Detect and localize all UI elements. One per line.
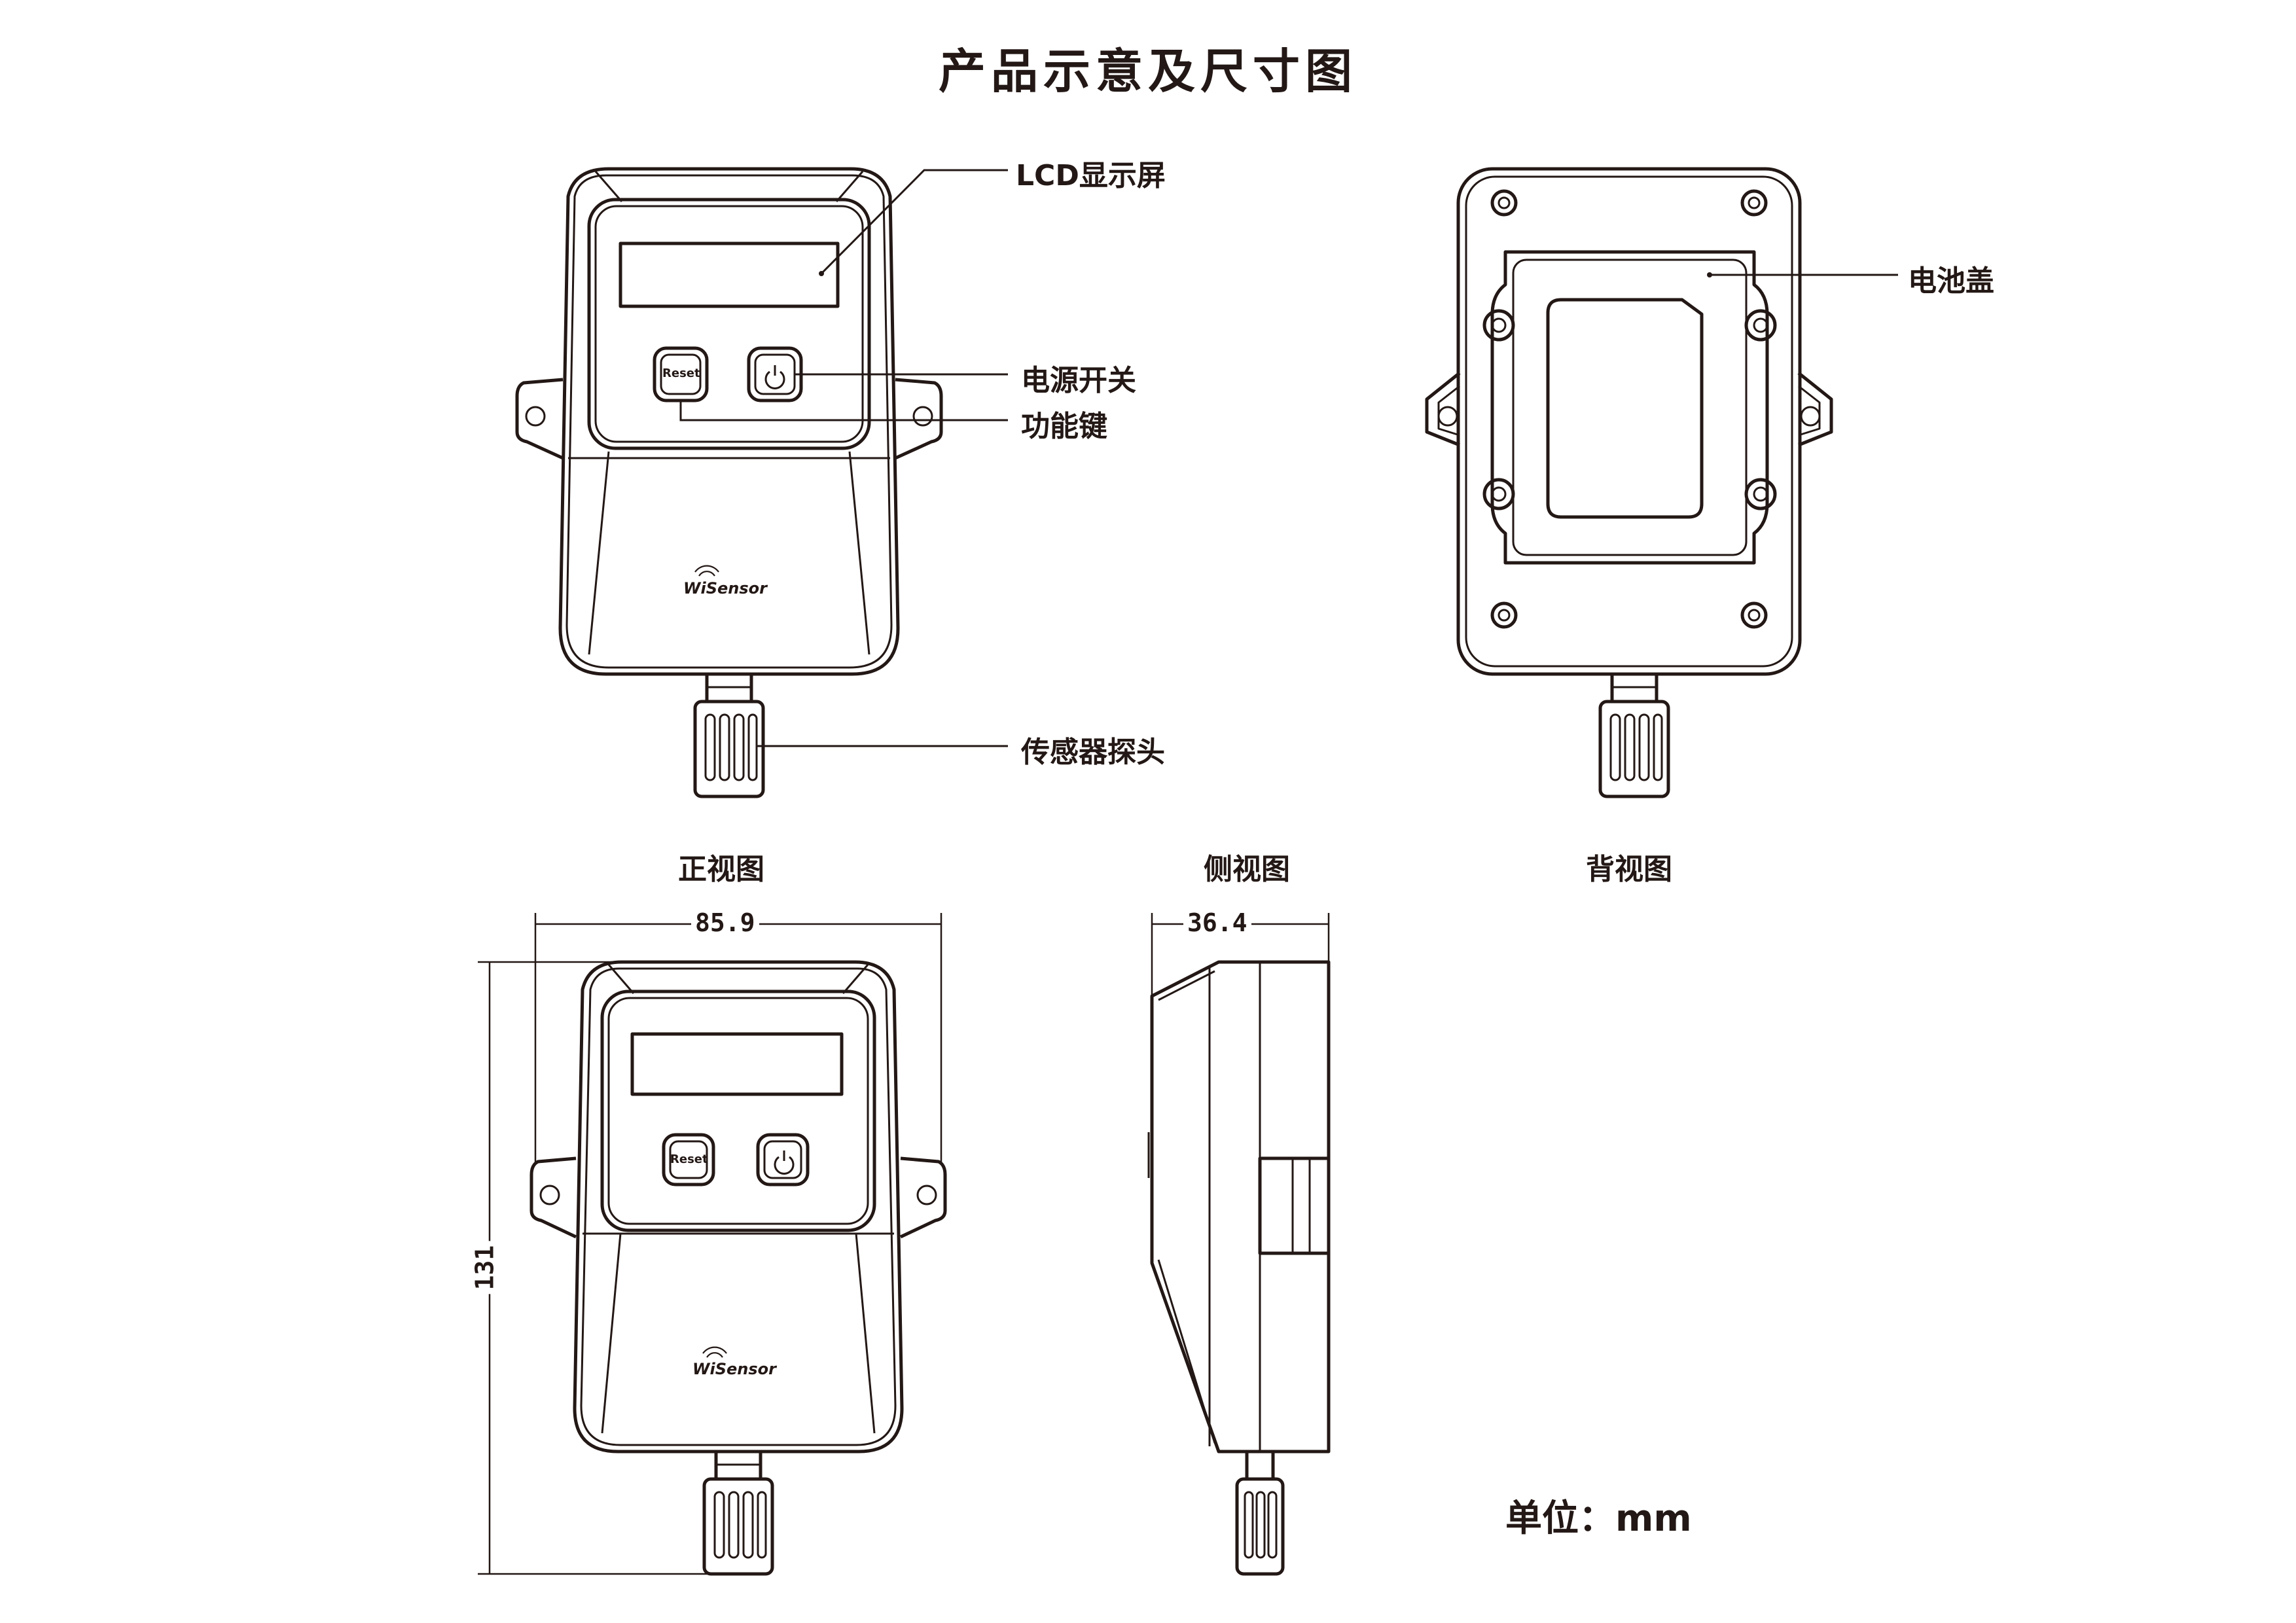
lcd-label: LCD显示屏	[1016, 159, 1166, 192]
height-dimension-value: 131	[470, 1241, 499, 1294]
side-bracket	[1258, 1156, 1331, 1255]
back-view-device	[1425, 167, 1833, 798]
battery-cover-label: 电池盖	[1908, 264, 1994, 298]
side-view-caption: 侧视图	[1204, 853, 1290, 886]
left-mount-ear	[515, 378, 564, 460]
right-mount-ear	[894, 378, 943, 460]
lcd-leader	[820, 169, 1008, 275]
reset-button-label: Reset	[662, 366, 700, 380]
function-key-leader	[679, 401, 1008, 421]
width-dimension	[534, 913, 942, 1165]
page-title: 产品示意及尺寸图	[938, 44, 1357, 99]
brand-logo: WiSensor	[683, 579, 767, 597]
wifi-icon	[694, 565, 719, 577]
left-mount-hole	[525, 406, 546, 427]
front-body-outline	[558, 167, 900, 676]
back-view-caption: 背视图	[1586, 853, 1672, 886]
front-bevel	[565, 174, 893, 669]
width-dimension-value: 85.9	[691, 908, 759, 937]
battery-frame	[1490, 250, 1769, 565]
back-body-outline	[1456, 167, 1802, 676]
unit-label: 单位：mm	[1505, 1497, 1692, 1540]
back-screws	[1482, 189, 1777, 629]
height-dimension	[478, 961, 707, 1575]
function-key-label: 功能键	[1021, 410, 1107, 443]
power-switch-label: 电源开关	[1021, 364, 1136, 397]
front-view-caption: 正视图	[678, 853, 764, 886]
lcd-screen	[619, 241, 840, 308]
power-icon	[764, 365, 785, 389]
side-view-device	[1147, 960, 1331, 1576]
side-body-outline	[1150, 960, 1331, 1454]
sensor-probe-label: 传感器探头	[1021, 736, 1165, 769]
depth-dimension-value: 36.4	[1183, 908, 1251, 937]
brand-logo-2: WiSensor	[692, 1360, 776, 1378]
right-mount-hole	[912, 406, 933, 427]
battery-cover	[1546, 298, 1704, 519]
sensor-probe	[693, 700, 765, 798]
side-probe	[1235, 1477, 1285, 1576]
reset-button-label-2: Reset	[670, 1152, 708, 1166]
front-face-panel	[587, 198, 871, 450]
front-view-dimensioned	[529, 960, 947, 1576]
front-view-device	[515, 167, 943, 798]
